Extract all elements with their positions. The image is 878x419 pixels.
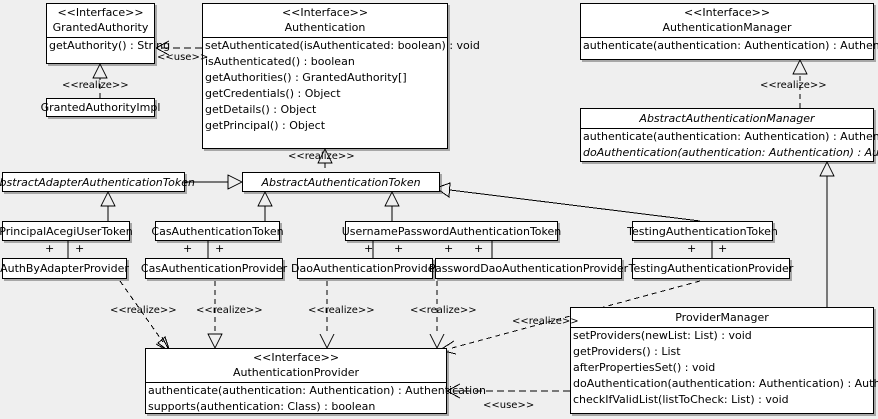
operation: supports(authentication: Class) : boolea…	[148, 400, 376, 413]
operation: authenticate(authentication: Authenticat…	[148, 384, 486, 397]
operation: setAuthenticated(isAuthenticated: boolea…	[205, 39, 480, 52]
class-name: DaoAuthenticationProvider	[291, 262, 439, 275]
edge-label-realize-granted-authority-impl: <<realize>>	[62, 80, 129, 91]
stereotype-label: <<Interface>>	[281, 6, 369, 19]
operation: doAuthentication(authentication: Authent…	[583, 146, 878, 159]
edge-label-realize-password-dao-authentication-provider: <<realize>>	[410, 305, 477, 316]
class-dao-authentication-provider[interactable]: DaoAuthenticationProvider	[291, 258, 439, 279]
class-header: <<Interface>> AuthenticationProvider	[146, 349, 446, 382]
class-name: AbstractAdapterAuthenticationToken	[0, 175, 195, 189]
edge-label-realize-testing-authentication-provider: <<realize>>	[512, 316, 579, 327]
stereotype-label: <<Interface>>	[683, 6, 771, 19]
class-name: AbstractAuthenticationToken	[261, 175, 421, 189]
class-name: ProviderManager	[675, 311, 769, 324]
operations-compartment: authenticate(authentication: Authenticat…	[581, 38, 878, 54]
operations-compartment: authenticate(authentication: Authenticat…	[581, 129, 878, 161]
compartment-separator	[47, 37, 154, 38]
operation: isAuthenticated() : boolean	[205, 55, 355, 68]
edge-label-realize-dao-authentication-provider: <<realize>>	[308, 305, 375, 316]
operation: doAuthentication(authentication: Authent…	[573, 377, 878, 390]
edge-label-realize-abstract-authentication-token: <<realize>>	[288, 151, 355, 162]
class-authentication[interactable]: <<Interface>> Authentication setAuthenti…	[202, 3, 480, 149]
class-header: <<Interface>> AuthenticationManager	[581, 4, 873, 37]
association-role-marker: +	[687, 242, 697, 255]
class-header: AbstractAuthenticationManager	[581, 109, 873, 128]
class-name: GrantedAuthority	[52, 21, 149, 34]
compartment-separator	[581, 37, 873, 38]
operation: getAuthorities() : GrantedAuthority[]	[205, 71, 407, 84]
class-granted-authority-impl[interactable]: GrantedAuthorityImpl	[41, 98, 160, 117]
class-granted-authority[interactable]: <<Interface>> GrantedAuthority getAuthor…	[46, 3, 171, 64]
operation: getCredentials() : Object	[205, 87, 341, 100]
class-name: UsernamePasswordAuthenticationToken	[341, 224, 562, 238]
association-role-marker: +	[75, 242, 85, 255]
class-password-dao-authentication-provider[interactable]: PasswordDaoAuthenticationProvider	[429, 258, 628, 279]
operations-compartment: authenticate(authentication: Authenticat…	[146, 383, 486, 415]
operation: getDetails() : Object	[205, 103, 317, 116]
compartment-separator	[146, 382, 446, 383]
association-role-marker: +	[364, 242, 374, 255]
operations-compartment: getAuthority() : String	[47, 38, 171, 54]
association-role-marker: +	[45, 242, 55, 255]
operations-compartment: setAuthenticated(isAuthenticated: boolea…	[203, 38, 480, 134]
class-name: TestingAuthenticationProvider	[628, 262, 794, 275]
operation: getProviders() : List	[573, 345, 681, 358]
edge-label-realize-auth-by-adapter-provider: <<realize>>	[110, 305, 177, 316]
class-testing-authentication-provider[interactable]: TestingAuthenticationProvider	[629, 258, 793, 279]
class-cas-authentication-provider[interactable]: CasAuthenticationProvider	[141, 258, 287, 279]
edge-label-realize-abstract-authentication-manager: <<realize>>	[760, 80, 827, 91]
association-role-marker: +	[718, 242, 728, 255]
class-name: CasAuthenticationToken	[151, 224, 284, 238]
operation: setProviders(newList: List) : void	[573, 329, 752, 342]
association-role-marker: +	[183, 242, 193, 255]
class-name: AbstractAuthenticationManager	[639, 112, 815, 125]
class-name: AuthenticationManager	[662, 21, 792, 34]
class-header: ProviderManager	[571, 308, 873, 327]
operation: afterPropertiesSet() : void	[573, 361, 716, 374]
class-authentication-provider[interactable]: <<Interface>> AuthenticationProvider aut…	[145, 348, 486, 415]
class-abstract-adapter-authentication-token[interactable]: AbstractAdapterAuthenticationToken	[0, 172, 195, 192]
association-role-marker: +	[215, 242, 225, 255]
association-role-marker: +	[474, 242, 484, 255]
operation: getAuthority() : String	[49, 39, 171, 52]
compartment-separator	[571, 327, 873, 328]
class-header: <<Interface>> Authentication	[203, 4, 447, 37]
stereotype-label: <<Interface>>	[252, 351, 340, 364]
edge-label-use-authentication-provider: <<use>>	[483, 400, 535, 411]
operation: getPrincipal() : Object	[205, 119, 326, 132]
compartment-separator	[203, 37, 447, 38]
edge-label-use-granted-authority: <<use>>	[157, 52, 209, 63]
stereotype-label: <<Interface>>	[57, 6, 144, 19]
class-header: <<Interface>> GrantedAuthority	[47, 4, 154, 37]
class-abstract-authentication-token[interactable]: AbstractAuthenticationToken	[242, 172, 440, 192]
class-cas-authentication-token[interactable]: CasAuthenticationToken	[151, 221, 284, 241]
class-name: PrincipalAcegiUserToken	[0, 224, 133, 238]
class-auth-by-adapter-provider[interactable]: AuthByAdapterProvider	[0, 258, 129, 279]
edge-label-realize-cas-authentication-provider: <<realize>>	[196, 305, 263, 316]
class-name: GrantedAuthorityImpl	[40, 101, 161, 114]
class-name: Authentication	[284, 21, 366, 34]
class-principal-acegi-user-token[interactable]: PrincipalAcegiUserToken	[0, 221, 133, 241]
class-name: TestingAuthenticationToken	[627, 224, 778, 238]
association-role-marker: +	[444, 242, 454, 255]
class-name: AuthenticationProvider	[232, 366, 360, 379]
operation: authenticate(authentication: Authenticat…	[583, 39, 878, 52]
compartment-separator	[581, 128, 873, 129]
class-username-password-authentication-token[interactable]: UsernamePasswordAuthenticationToken	[342, 221, 561, 241]
association-role-marker: +	[394, 242, 404, 255]
class-abstract-authentication-manager[interactable]: AbstractAuthenticationManager authentica…	[580, 108, 878, 162]
class-testing-authentication-token[interactable]: TestingAuthenticationToken	[627, 221, 778, 241]
class-name: AuthByAdapterProvider	[0, 262, 129, 275]
operation: checkIfValidList(listToCheck: List) : vo…	[573, 393, 789, 406]
class-name: CasAuthenticationProvider	[140, 262, 288, 275]
operations-compartment: setProviders(newList: List) : void getPr…	[571, 328, 878, 408]
class-provider-manager[interactable]: ProviderManager setProviders(newList: Li…	[570, 307, 878, 414]
operation: authenticate(authentication: Authenticat…	[583, 130, 878, 143]
class-name: PasswordDaoAuthenticationProvider	[428, 262, 629, 275]
class-authentication-manager[interactable]: <<Interface>> AuthenticationManager auth…	[580, 3, 878, 60]
